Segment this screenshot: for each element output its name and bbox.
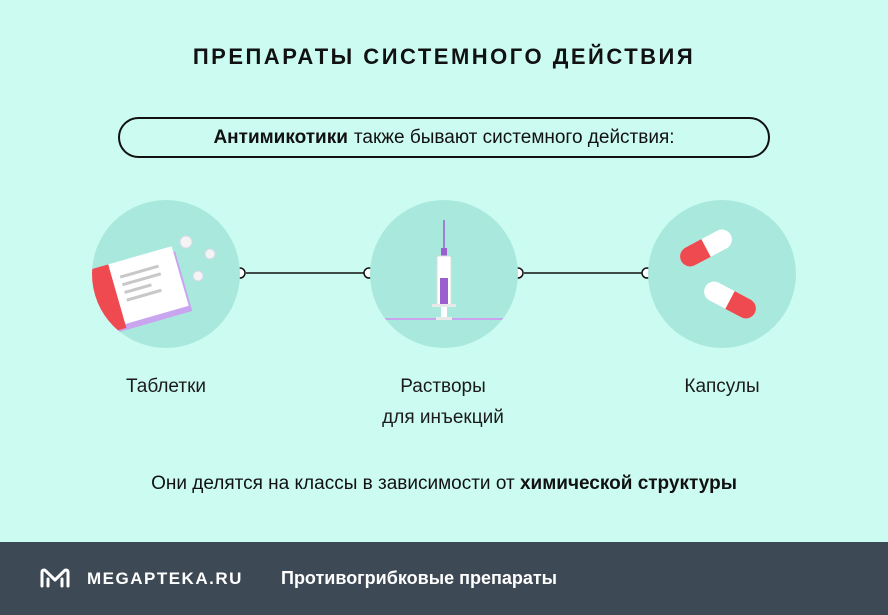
- label-injections: Растворы для инъекций: [323, 371, 563, 433]
- label-capsules: Капсулы: [684, 376, 760, 397]
- capsules-icon: [680, 229, 756, 319]
- capsules-circle: [648, 200, 796, 348]
- syringe-icon: [376, 220, 512, 320]
- megapteka-logo-icon[interactable]: [39, 566, 71, 590]
- section-title: Противогрибковые препараты: [281, 568, 558, 588]
- classification-text: Они делятся на классы в зависимости от х…: [0, 473, 888, 495]
- page-title: ПРЕПАРАТЫ СИСТЕМНОГО ДЕЙСТВИЯ: [192, 44, 696, 69]
- brand-name[interactable]: MEGAPTEKA.RU: [87, 569, 243, 588]
- label-injections-line1: Растворы: [400, 376, 486, 397]
- footer-bar: MEGAPTEKA.RU Противогрибковые препараты: [0, 542, 888, 615]
- classification-plain: Они делятся на классы в зависимости от: [151, 473, 515, 494]
- tablets-circle: [92, 200, 240, 348]
- intro-pill: Антимикотики также бывают системного дей…: [118, 117, 770, 158]
- classification-bold: химической структуры: [519, 473, 737, 494]
- intro-bold: Антимикотики: [213, 126, 348, 148]
- label-tablets: Таблетки: [126, 376, 206, 397]
- intro-rest: также бывают системного действия:: [353, 126, 675, 148]
- pill-box-icon: [92, 235, 216, 336]
- label-injections-line2: для инъекций: [382, 407, 504, 428]
- injection-circle: [370, 200, 518, 348]
